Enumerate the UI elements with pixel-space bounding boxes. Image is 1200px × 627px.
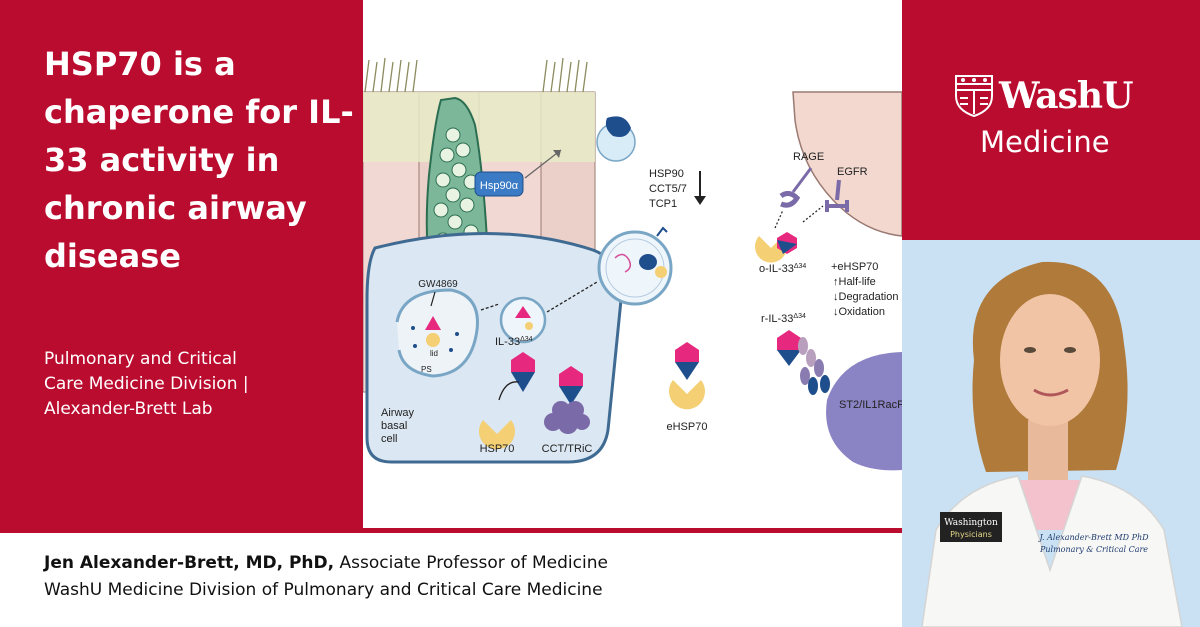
hsp90-protein-icon: [605, 116, 631, 137]
degradation-label: ↓Degradation: [833, 291, 898, 303]
ehsp70-icon: [669, 380, 705, 410]
plus-ehsp70-label: +eHSP70: [831, 261, 878, 273]
o-il33-label: o-IL-33Δ34: [759, 263, 806, 275]
graphical-abstract-svg: Hsp90α HSP90 CCT5/7 TCP1 GW4869 lid PS: [363, 57, 902, 471]
washu-shield-icon: [955, 75, 993, 118]
hsp90a-arrow: [524, 149, 562, 179]
exosome-receptor: [656, 226, 668, 237]
caption-line-2: WashU Medicine Division of Pulmonary and…: [44, 580, 603, 600]
rage-label: RAGE: [793, 151, 824, 163]
portrait-illustration: Washington Physicians J. Alexander-Brett…: [902, 240, 1200, 627]
neck: [1028, 420, 1068, 480]
hsp70-label: HSP70: [480, 443, 515, 455]
oxidation-label: ↓Oxidation: [833, 306, 885, 318]
abc-line1: Airway: [381, 407, 415, 419]
il33-label: IL-33Δ34: [495, 336, 533, 348]
vesicle-hsp70: [525, 322, 533, 330]
logo-wordmark: WashU: [999, 75, 1133, 117]
mvb-il33: [425, 316, 441, 330]
lid-label: lid: [430, 349, 438, 358]
portrait-photo: Washington Physicians J. Alexander-Brett…: [902, 240, 1200, 627]
caption: Jen Alexander-Brett, MD, PhD, Associate …: [44, 550, 608, 604]
division-text: Pulmonary and Critical Care Medicine Div…: [44, 347, 344, 422]
caption-line-1: Jen Alexander-Brett, MD, PhD, Associate …: [44, 550, 608, 577]
division-line-2: Care Medicine Division |: [44, 374, 249, 394]
il33-triangle: [511, 372, 535, 392]
cct-tric-icon: [544, 401, 590, 434]
ehsp70-label: eHSP70: [667, 421, 708, 433]
hsp90a-box: [474, 171, 524, 197]
author-title: Associate Professor of Medicine: [334, 553, 608, 573]
egfr-receptor: [825, 179, 849, 212]
hsp90-label: HSP90: [649, 168, 684, 180]
o-il33-to-egfr-arrow: [802, 205, 824, 223]
washu-medicine-logo: WashU Medicine: [954, 72, 1154, 162]
logo-subtitle: Medicine: [980, 125, 1110, 159]
tcp1-label: TCP1: [649, 198, 677, 210]
st2-receptor-complex: [798, 337, 830, 395]
rna-strand: [614, 253, 632, 273]
st2-label: ST2/IL1RacP: [839, 399, 902, 411]
o-il33-to-rage-arrow: [774, 209, 784, 229]
id-badge: [940, 512, 1002, 542]
vesicle-il33: [515, 306, 531, 318]
egfr-label: EGFR: [837, 166, 868, 178]
cct-il33-triangle: [559, 386, 583, 405]
r-il33-label: r-IL-33Δ34: [761, 313, 806, 325]
right-red-logo-panel: WashU Medicine: [902, 0, 1200, 240]
abc-line2: basal: [381, 420, 407, 432]
rage-stalk: [791, 167, 813, 193]
badge-text-2: Physicians: [950, 530, 992, 539]
hsp70-icon: [479, 420, 515, 450]
ehsp70-il33-triangle: [675, 362, 699, 380]
rage-receptor: [779, 190, 801, 208]
hsp70-arrow: [498, 381, 520, 401]
division-line-3: Alexander-Brett Lab: [44, 399, 213, 419]
coat-embroidery-name: J. Alexander-Brett MD PhD: [1037, 533, 1149, 542]
exosome-hsp70: [655, 266, 667, 278]
division-line-1: Pulmonary and Critical: [44, 349, 237, 369]
gw4869-label: GW4869: [418, 279, 458, 290]
hsp90a-arrowhead: [553, 150, 561, 158]
hsp90a-label: Hsp90α: [480, 180, 519, 192]
half-life-label: ↑Half-life: [833, 276, 876, 288]
coat-embroidery-dept: Pulmonary & Critical Care: [1039, 545, 1148, 554]
ps-label: PS: [421, 365, 432, 374]
badge-text: Washington: [944, 518, 998, 528]
left-red-panel: HSP70 is a chaperone for IL-33 activity …: [0, 0, 363, 533]
graphical-abstract: Hsp90α HSP90 CCT5/7 TCP1 GW4869 lid PS: [363, 0, 902, 533]
author-name: Jen Alexander-Brett, MD, PhD,: [44, 553, 335, 573]
cilia: [364, 57, 588, 93]
face: [1000, 294, 1100, 426]
figure-bottom-rule: [363, 528, 902, 533]
down-arrowhead: [694, 196, 706, 205]
gw4869-inhibit-line: [430, 291, 436, 307]
exosome-protein: [639, 254, 657, 270]
intraluminal-vesicle: [499, 296, 547, 344]
target-cell: [792, 91, 902, 237]
o-il33-triangle: [777, 240, 797, 254]
cct-tric-label: CCT/TRiC: [542, 443, 593, 455]
abc-line3: cell: [381, 433, 398, 445]
mvb-to-vesicle-arrow: [480, 303, 500, 311]
multivesicular-body: [395, 288, 479, 378]
mvb-dots: [411, 326, 459, 352]
cct57-label: CCT5/7: [649, 183, 687, 195]
st2-cell: [826, 352, 902, 471]
exosome: [597, 230, 673, 306]
mvb-hsp70: [426, 333, 440, 347]
r-il33-triangle: [777, 350, 801, 366]
headline: HSP70 is a chaperone for IL-33 activity …: [44, 45, 354, 275]
